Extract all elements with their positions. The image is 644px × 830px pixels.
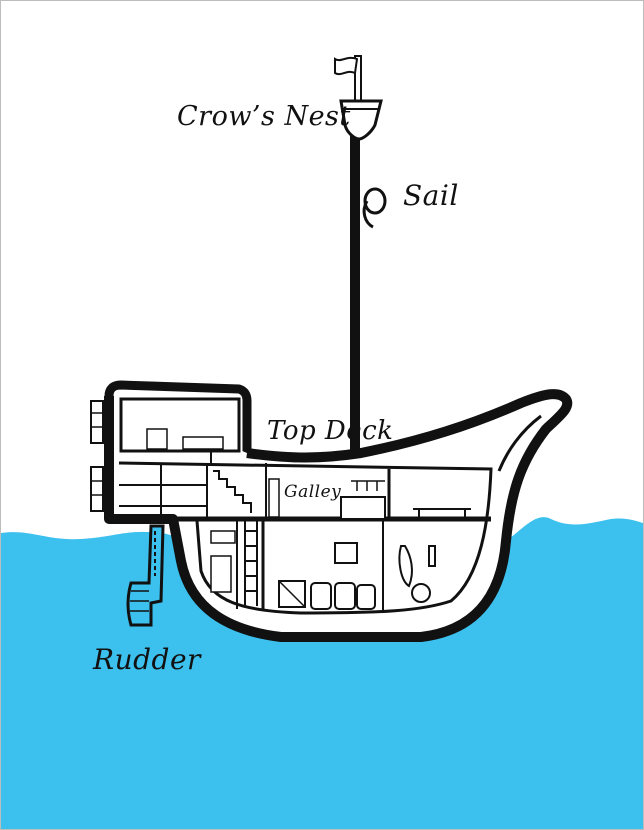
stove bbox=[340, 496, 386, 520]
stern-window-bottom bbox=[90, 466, 104, 512]
label-crows-nest: Crow’s Nest bbox=[177, 101, 351, 132]
wall-picture bbox=[334, 542, 358, 564]
stairs bbox=[213, 470, 252, 513]
ladder bbox=[244, 519, 258, 606]
stern-cabin bbox=[104, 380, 252, 453]
furled-sail bbox=[363, 187, 387, 215]
hull-inner bbox=[118, 461, 493, 615]
label-top-deck: Top Deck bbox=[267, 416, 394, 446]
barrels bbox=[310, 582, 376, 610]
stern-window-top bbox=[90, 400, 104, 444]
crows-nest-basket bbox=[339, 99, 383, 141]
flag bbox=[334, 56, 359, 76]
label-rudder: Rudder bbox=[93, 643, 201, 676]
label-galley: Galley bbox=[284, 482, 342, 502]
hanging-meat bbox=[398, 545, 436, 603]
mast bbox=[350, 126, 360, 466]
label-sail: Sail bbox=[403, 179, 459, 212]
